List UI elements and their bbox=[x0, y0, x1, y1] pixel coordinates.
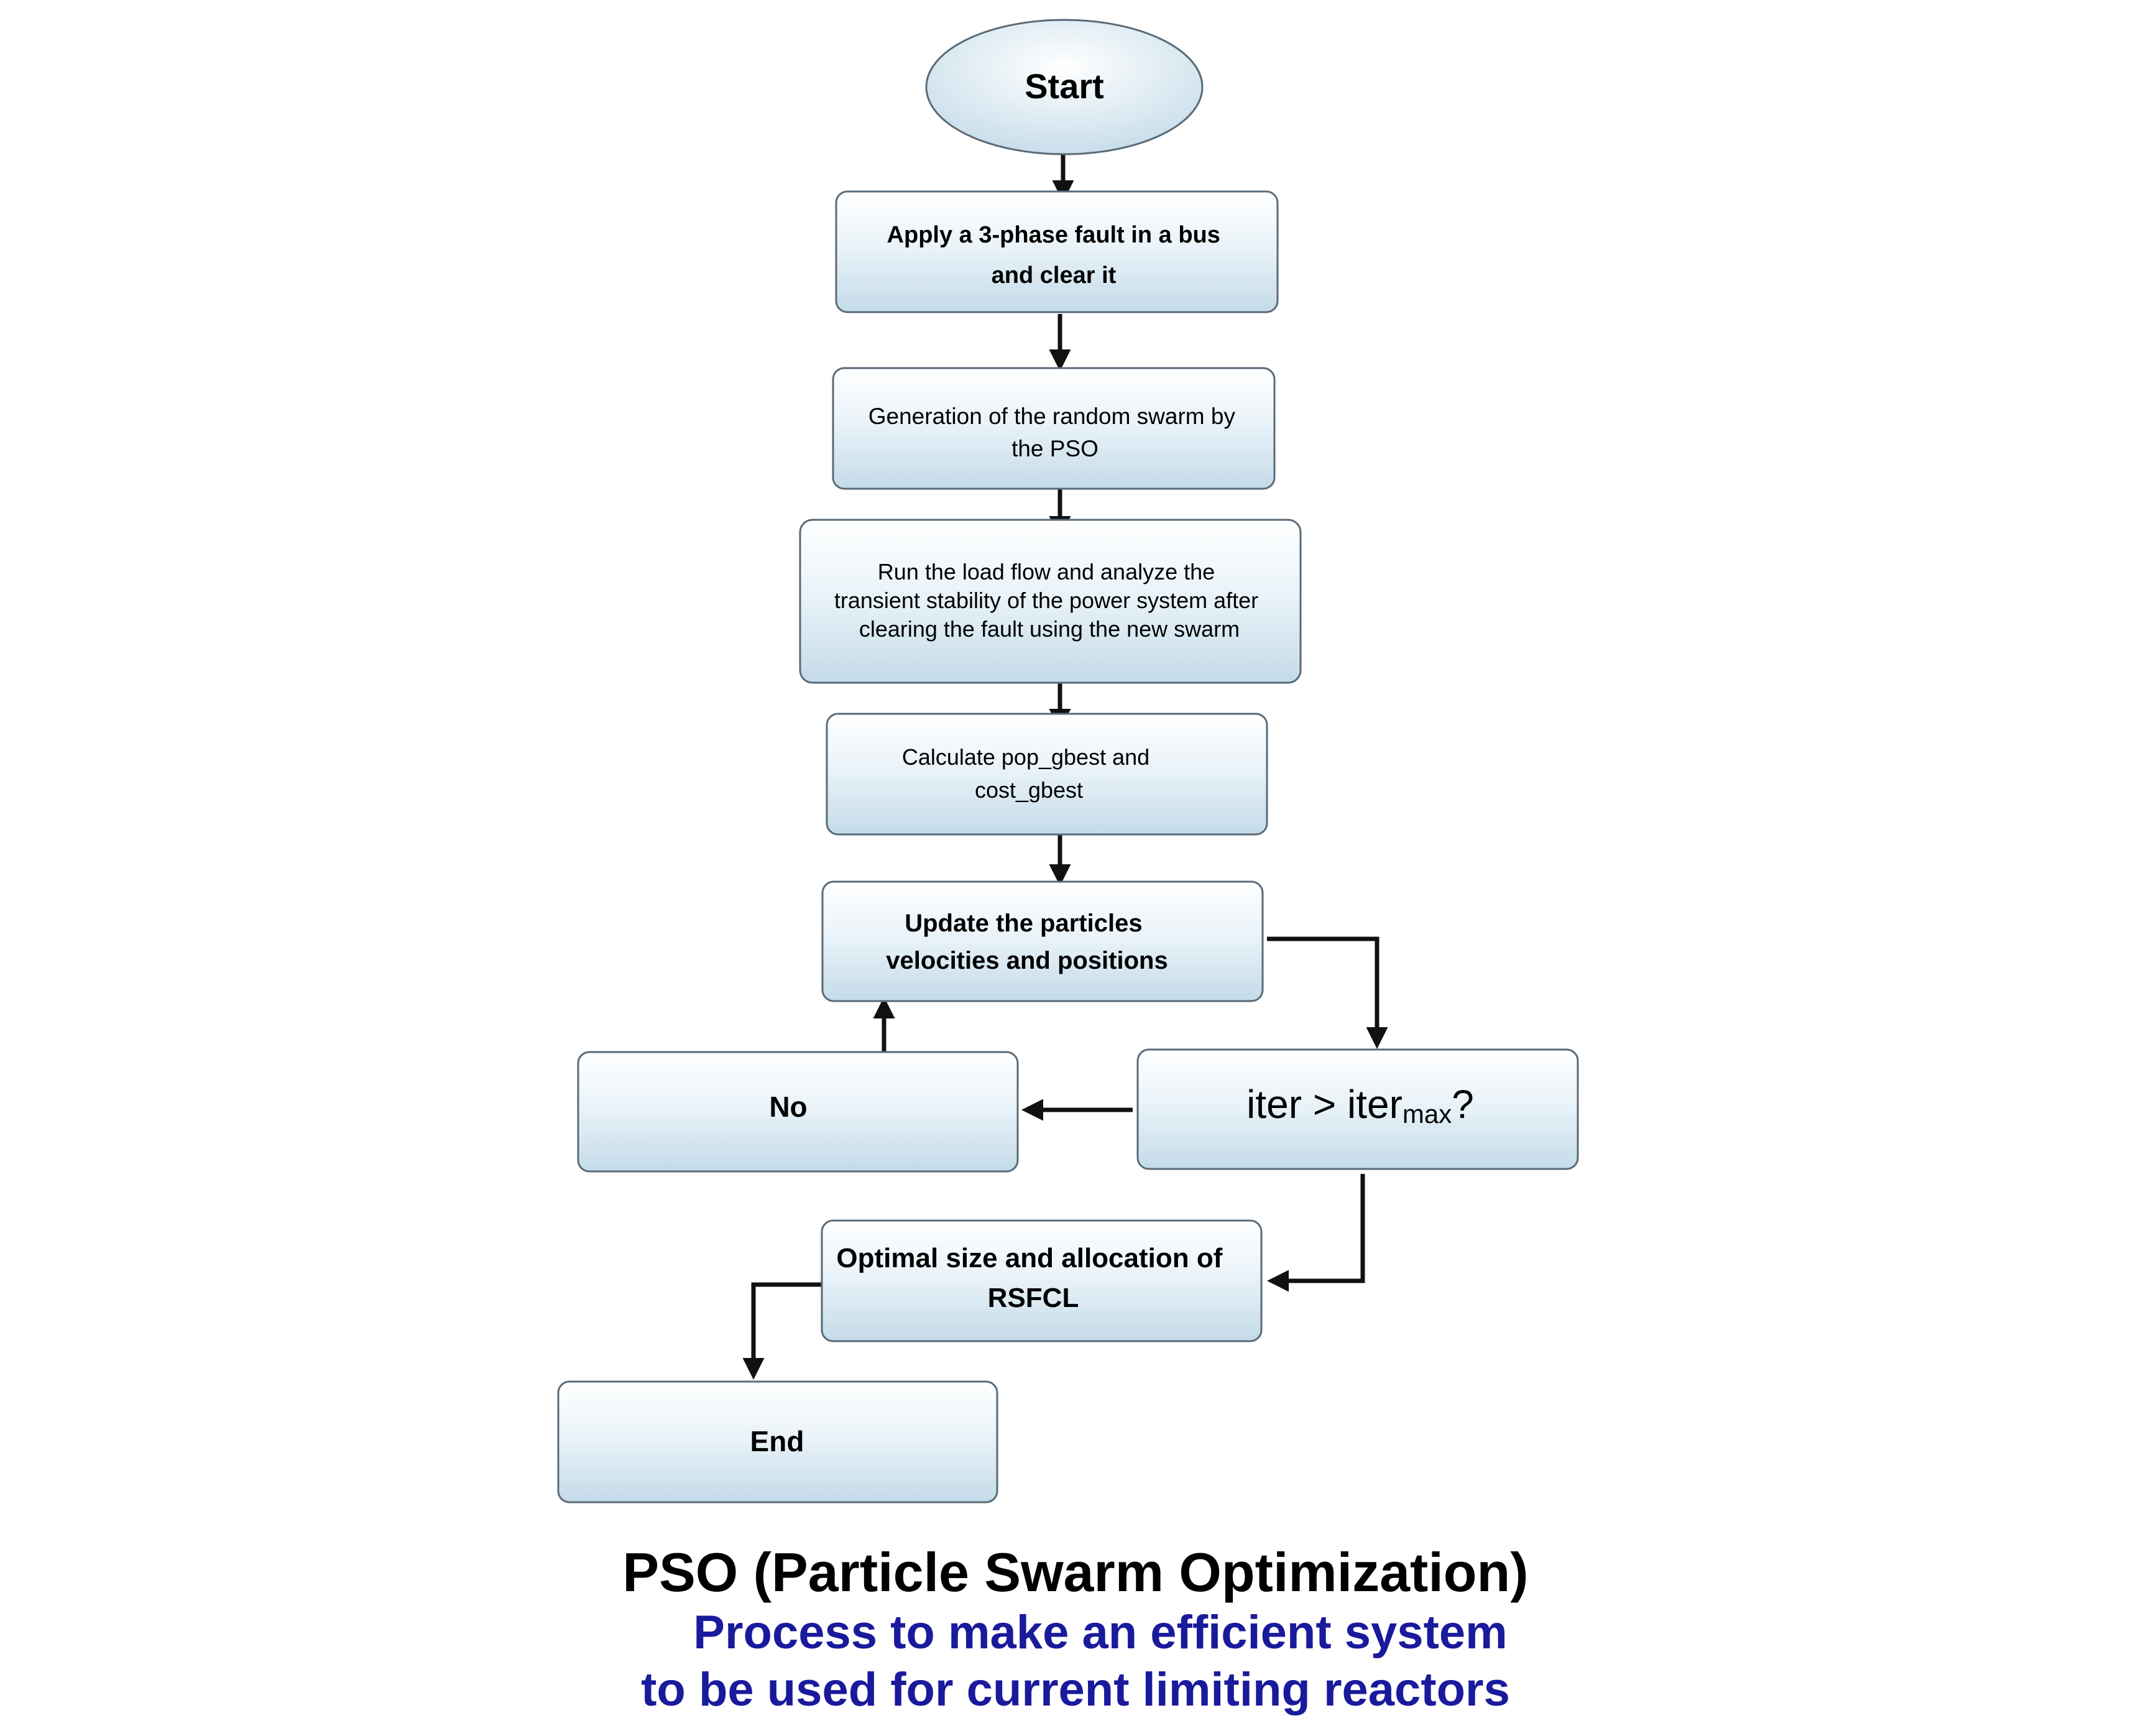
arrow-decision-to-optimal bbox=[1267, 1174, 1365, 1292]
arrow-update-to-decision bbox=[1267, 936, 1388, 1049]
svg-text:Optimal size and allocation of: Optimal size and allocation of RSFCL bbox=[836, 1243, 1230, 1313]
process-run-load-flow: Run the load flow and analyze the transi… bbox=[799, 519, 1302, 684]
update-line-2: velocities and positions bbox=[886, 947, 1168, 974]
calculate-line-1: Calculate pop_gbest and bbox=[902, 744, 1149, 770]
arrow-optimal-to-end bbox=[742, 1282, 822, 1380]
process-apply-fault: Apply a 3-phase fault in a bus and clear… bbox=[835, 190, 1279, 313]
decision-subscript: max bbox=[1403, 1099, 1452, 1129]
calculate-line-2: cost_gbest bbox=[975, 777, 1083, 803]
svg-text:Apply a 3-phase fault in a bus: Apply a 3-phase fault in a bus and clear… bbox=[887, 222, 1227, 289]
process-no: No bbox=[577, 1051, 1019, 1173]
decision-iter: iter > itermax? bbox=[1136, 1048, 1579, 1170]
svg-text:iter > itermax?: iter > itermax? bbox=[1246, 1082, 1474, 1129]
optimal-line-2: RSFCL bbox=[988, 1283, 1079, 1313]
process-calculate: Calculate pop_gbest and cost_gbest bbox=[826, 713, 1268, 836]
optimal-line-1: Optimal size and allocation of bbox=[836, 1243, 1222, 1273]
run-line-3: clearing the fault using the new swarm bbox=[859, 616, 1240, 642]
start-label: Start bbox=[1025, 67, 1104, 106]
apply-fault-line-2: and clear it bbox=[992, 262, 1117, 289]
connectors bbox=[742, 154, 1388, 1380]
run-line-2: transient stability of the power system … bbox=[834, 588, 1258, 613]
decision-prefix: iter > iter bbox=[1246, 1082, 1403, 1127]
no-label: No bbox=[769, 1091, 807, 1123]
end-node: End bbox=[557, 1380, 998, 1503]
end-label: End bbox=[750, 1425, 804, 1457]
process-generation: Generation of the random swarm by the PS… bbox=[832, 367, 1276, 490]
decision-suffix: ? bbox=[1452, 1082, 1474, 1127]
svg-text:Calculate pop_gbest and: Calculate pop_gbest and cost_gbest bbox=[902, 744, 1156, 803]
caption-subtitle-line-2: to be used for current limiting reactors bbox=[641, 1663, 1510, 1716]
caption-title: PSO (Particle Swarm Optimization) bbox=[622, 1541, 1529, 1603]
process-update-particles: Update the particles velocities and posi… bbox=[821, 880, 1264, 1002]
svg-text:Update the particles vel: Update the particles velocities and posi… bbox=[886, 910, 1168, 974]
generation-line-2: the PSO bbox=[1011, 436, 1099, 461]
start-node: Start bbox=[925, 19, 1204, 155]
svg-text:Run the load flow and analyze: Run the load flow and analyze the transi… bbox=[834, 559, 1264, 642]
svg-text:Generation of the random swarm: Generation of the random swarm by the PS… bbox=[868, 404, 1242, 461]
update-line-1: Update the particles bbox=[905, 910, 1142, 937]
generation-line-1: Generation of the random swarm by bbox=[868, 404, 1236, 429]
caption-subtitle-line-1: Process to make an efficient system bbox=[693, 1606, 1508, 1659]
apply-fault-line-1: Apply a 3-phase fault in a bus bbox=[887, 222, 1220, 248]
run-line-1: Run the load flow and analyze the bbox=[878, 559, 1215, 584]
process-optimal: Optimal size and allocation of RSFCL bbox=[821, 1219, 1263, 1342]
